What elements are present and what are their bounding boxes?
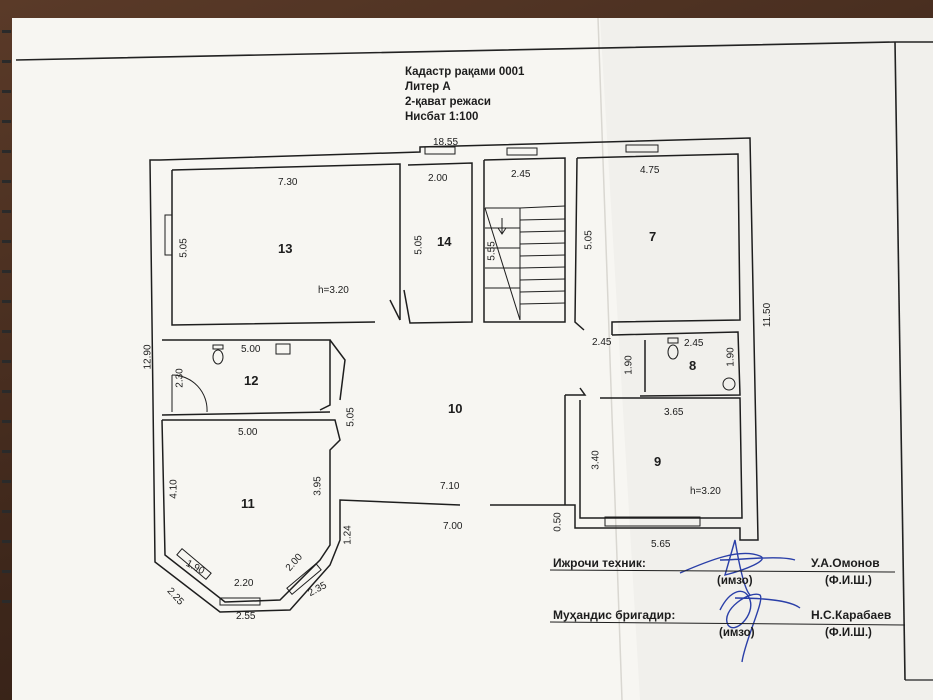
room-9: 9 — [654, 454, 662, 469]
dim-total-right: 11.50 — [762, 302, 774, 328]
dim-124: 1.24 — [342, 525, 354, 545]
dim-565: 5.65 — [651, 539, 671, 550]
dim-505-room10: 5.05 — [345, 407, 357, 427]
room-10: 10 — [448, 401, 463, 416]
dim-475: 4.75 — [640, 165, 660, 176]
floor-plan-title: 2-қават режаси — [405, 96, 491, 108]
binder-rings — [2, 30, 11, 603]
dim-505-room13: 5.05 — [178, 238, 190, 258]
dim-505-room14: 5.05 — [413, 235, 425, 255]
dim-500-room12: 5.00 — [241, 344, 261, 355]
dim-200: 2.00 — [428, 173, 448, 184]
room-7: 7 — [649, 229, 657, 244]
room-12: 12 — [244, 373, 259, 388]
dim-340: 3.40 — [590, 450, 602, 470]
foreman-sign-caption: (имзо) — [719, 627, 755, 639]
signature-strokes — [679, 539, 801, 663]
dim-245-top: 2.45 — [511, 169, 531, 180]
dim-710: 7.10 — [440, 481, 460, 492]
dim-245-b: 2.45 — [684, 338, 704, 349]
scale-label: Нисбат 1:100 — [405, 111, 479, 123]
dim-220: 2.20 — [234, 578, 254, 589]
dim-505-room7: 5.05 — [583, 230, 595, 250]
dim-050: 0.50 — [552, 512, 564, 532]
liter-label: Литер А — [405, 81, 451, 93]
dim-190-a: 1.90 — [623, 355, 635, 375]
room-13: 13 — [278, 241, 293, 256]
technician-sign-caption: (имзо) — [717, 575, 753, 587]
dim-255: 2.55 — [236, 611, 256, 622]
dim-395: 3.95 — [312, 476, 324, 496]
dim-230: 2.30 — [174, 368, 186, 388]
foreman-fio-caption: (Ф.И.Ш.) — [825, 627, 872, 639]
technician-name: У.А.Омонов — [811, 556, 880, 570]
foreman-name: Н.С.Карабаев — [811, 608, 892, 622]
height-room-9: h=3.20 — [690, 486, 721, 497]
dim-410: 4.10 — [168, 479, 180, 499]
dim-365: 3.65 — [664, 407, 684, 418]
technician-label: Ижрочи техник: — [553, 556, 646, 570]
dim-500-room11: 5.00 — [238, 427, 258, 438]
dim-total-left: 12.90 — [142, 344, 154, 370]
room-11: 11 — [241, 496, 255, 511]
height-room-13: h=3.20 — [318, 285, 349, 296]
technician-fio-caption: (Ф.И.Ш.) — [825, 575, 872, 587]
room-14: 14 — [437, 234, 452, 249]
dim-555: 5.55 — [486, 241, 498, 261]
dim-730: 7.30 — [278, 177, 298, 188]
foreman-label: Муҳандис бригадир: — [553, 608, 676, 622]
dim-700: 7.00 — [443, 521, 463, 532]
dim-245-a: 2.45 — [592, 337, 612, 348]
room-8: 8 — [689, 358, 697, 373]
dim-190-b: 1.90 — [725, 347, 737, 367]
dim-total-top: 18.55 — [433, 137, 459, 148]
cadastre-number: Кадастр рақами 0001 — [405, 66, 525, 78]
